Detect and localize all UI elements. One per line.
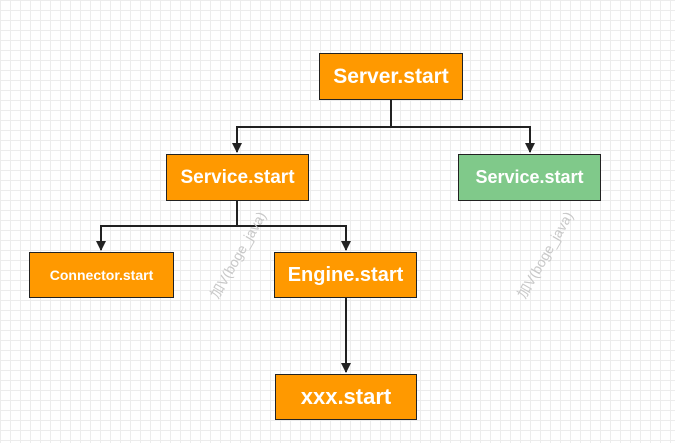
- edge-service-1-to-connector: [96, 201, 238, 251]
- edge-service-1-to-engine: [237, 225, 351, 251]
- node-xxx-start[interactable]: xxx.start: [275, 374, 417, 420]
- node-connector-start[interactable]: Connector.start: [29, 252, 174, 298]
- edge-server-to-service-2: [391, 126, 535, 153]
- node-service-start-highlighted[interactable]: Service.start: [458, 154, 601, 201]
- edge-server-to-service-1: [232, 100, 392, 153]
- node-service-start[interactable]: Service.start: [166, 154, 309, 201]
- node-engine-start[interactable]: Engine.start: [274, 252, 417, 298]
- node-server-start[interactable]: Server.start: [319, 53, 463, 100]
